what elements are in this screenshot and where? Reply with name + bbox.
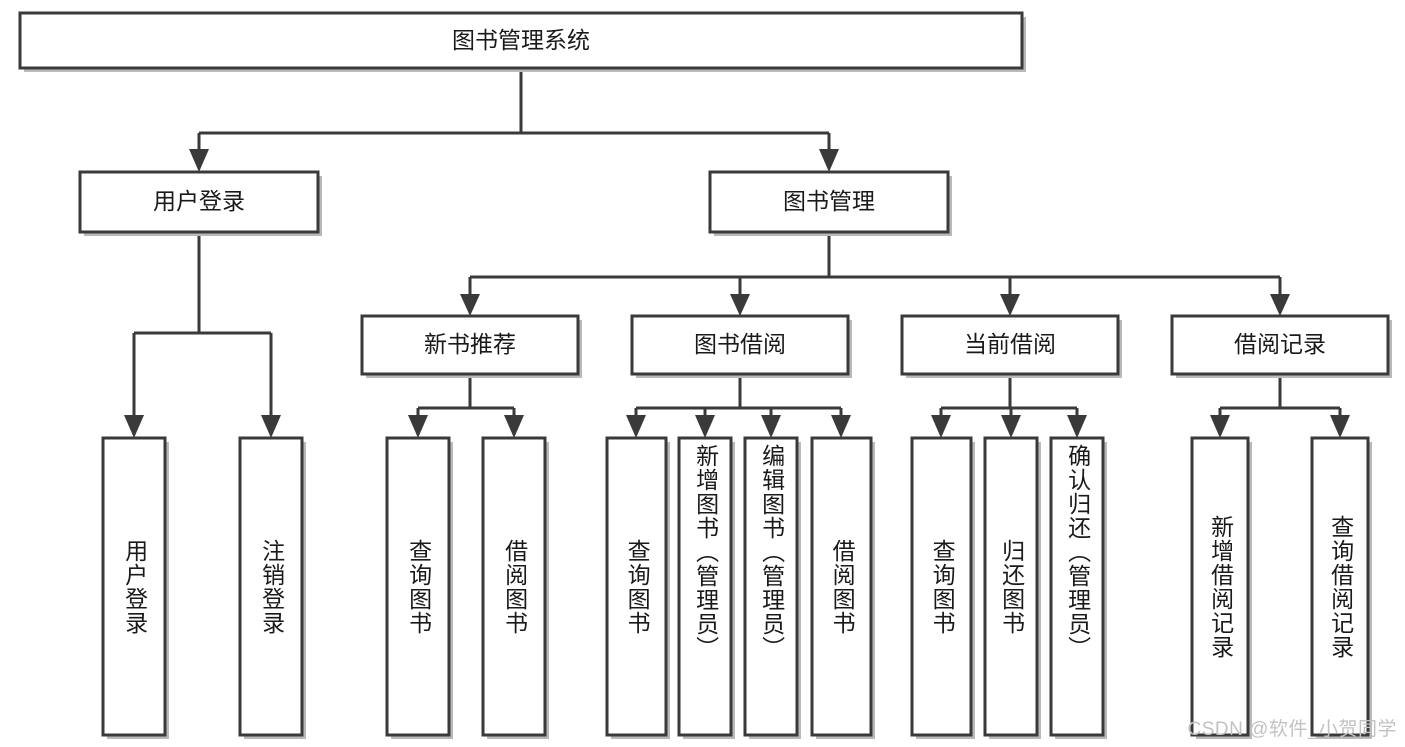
- leaf-query-book-1-rect[interactable]: [385, 436, 451, 737]
- borrow-record-label: 借阅记录: [1234, 331, 1326, 357]
- connector-root-to-level2: [189, 68, 839, 172]
- node-new-book-recommend[interactable]: 新书推荐: [360, 314, 582, 378]
- node-book-manage[interactable]: 图书管理: [708, 170, 952, 236]
- borrow-record-rect[interactable]: [1170, 314, 1390, 376]
- connector-user-login-to-leaves: [124, 232, 281, 438]
- node-root[interactable]: 图书管理系统: [18, 11, 1026, 72]
- leaf-borrow-book-1-rect[interactable]: [481, 436, 547, 737]
- arrowhead-leaf-confirm-return-admin: [1067, 415, 1087, 438]
- book-manage-label: 图书管理: [783, 188, 875, 214]
- arrowhead-leaf-borrow-book-2: [831, 415, 851, 438]
- new-book-recommend-label: 新书推荐: [424, 331, 516, 357]
- node-user-login[interactable]: 用户登录: [78, 170, 322, 236]
- connector-borrow-record-to-leaves: [1210, 374, 1350, 438]
- book-borrow-label: 图书借阅: [694, 331, 786, 357]
- leaf-query-borrow-record-rect[interactable]: [1310, 436, 1370, 737]
- current-borrow-rect[interactable]: [900, 314, 1120, 376]
- node-current-borrow[interactable]: 当前借阅: [900, 314, 1122, 378]
- leaf-confirm-return-admin-rect[interactable]: [1049, 436, 1105, 737]
- root-label: 图书管理系统: [452, 27, 590, 53]
- arrowhead-leaf-user-login: [124, 415, 144, 438]
- arrowhead-leaf-query-book-1: [408, 415, 428, 438]
- arrowhead-leaf-add-borrow-record: [1210, 415, 1230, 438]
- arrowhead-leaf-query-book-2: [626, 415, 646, 438]
- leaf-rects: [101, 436, 1372, 739]
- arrowhead-new-book-recommend: [460, 294, 480, 316]
- connector-book-borrow-to-leaves: [626, 374, 851, 438]
- arrowhead-leaf-query-book-3: [931, 415, 951, 438]
- connector-book-manage-to-level3: [460, 232, 1290, 316]
- new-book-recommend-rect[interactable]: [360, 314, 580, 376]
- arrowhead-leaf-borrow-book-1: [504, 415, 524, 438]
- leaf-user-login-rect[interactable]: [101, 436, 167, 737]
- leaf-query-book-3-rect[interactable]: [910, 436, 973, 737]
- arrowhead-leaf-edit-book-admin: [761, 415, 781, 438]
- leaf-logout-login-rect[interactable]: [238, 436, 304, 737]
- book-borrow-rect[interactable]: [630, 314, 850, 376]
- connector-current-borrow-to-leaves: [931, 374, 1087, 438]
- user-login-label: 用户登录: [153, 188, 245, 214]
- node-borrow-record[interactable]: 借阅记录: [1170, 314, 1392, 378]
- arrowhead-leaf-add-book-admin: [695, 415, 715, 438]
- leaf-return-book-rect[interactable]: [983, 436, 1039, 737]
- csdn-watermark: CSDN @软件_小贺同学: [1187, 719, 1397, 740]
- root-rect[interactable]: [18, 11, 1024, 70]
- user-login-rect[interactable]: [78, 170, 320, 234]
- node-book-borrow[interactable]: 图书借阅: [630, 314, 852, 378]
- leaf-borrow-book-2-rect[interactable]: [810, 436, 873, 737]
- current-borrow-label: 当前借阅: [964, 331, 1056, 357]
- arrowhead-user-login: [189, 149, 209, 172]
- arrowhead-borrow-record: [1270, 294, 1290, 316]
- leaf-add-borrow-record-rect[interactable]: [1190, 436, 1250, 737]
- leaf-query-book-2-rect[interactable]: [605, 436, 668, 737]
- connector-new-book-recommend-to-leaves: [408, 374, 524, 438]
- arrowhead-book-manage: [819, 149, 839, 172]
- arrowhead-leaf-logout-login: [261, 415, 281, 438]
- arrowhead-leaf-return-book: [1001, 415, 1021, 438]
- leaf-add-book-admin-rect[interactable]: [677, 436, 733, 737]
- arrowhead-book-borrow: [730, 294, 750, 316]
- leaf-edit-book-admin-rect[interactable]: [743, 436, 799, 737]
- arrowhead-leaf-query-borrow-record: [1330, 415, 1350, 438]
- arrowhead-current-borrow: [1000, 294, 1020, 316]
- book-manage-rect[interactable]: [708, 170, 950, 234]
